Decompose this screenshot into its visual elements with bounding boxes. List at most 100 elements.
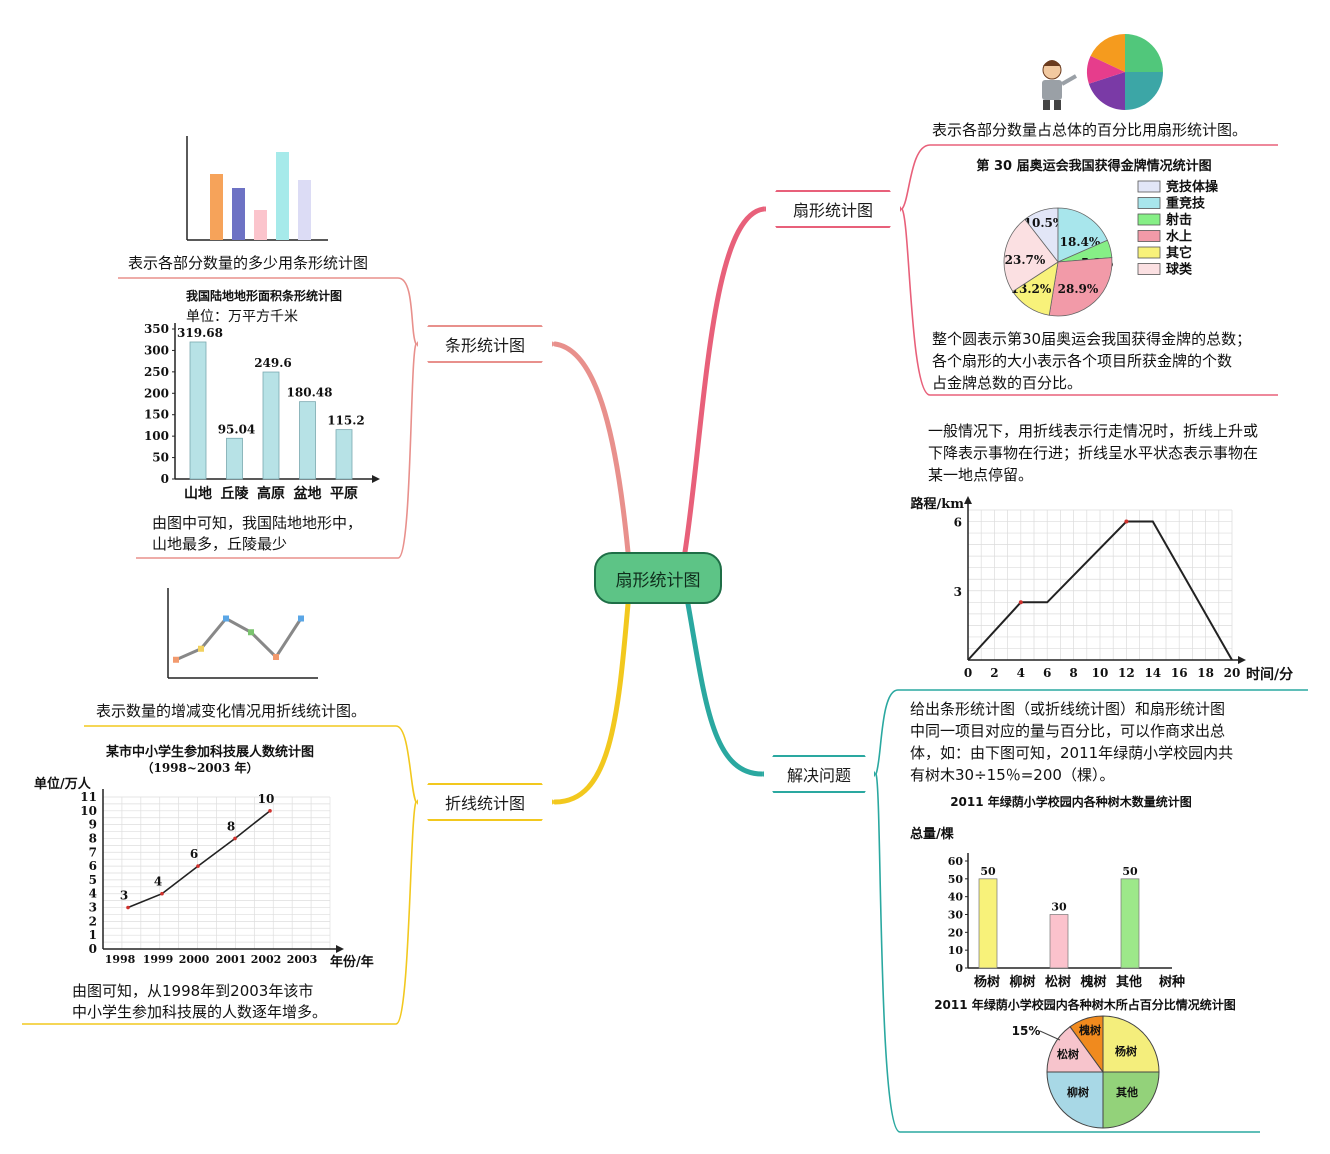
solve-text-line-4: 有树木30÷15％=200（棵）。: [910, 766, 1115, 784]
olympic-pie-legend-label: 重竞技: [1166, 196, 1206, 212]
bracket-line: [22, 725, 417, 1025]
mini-bar-mark: [254, 210, 267, 240]
tech-y-tick: 6: [89, 859, 97, 873]
pie-caption: 表示各部分数量占总体的百分比用扇形统计图。: [932, 121, 1248, 139]
tech-x-tick: 1999: [143, 953, 174, 966]
trees-bar-mark: [1120, 878, 1140, 969]
tech-x-tick: 2002: [251, 953, 282, 966]
travel-point: [1124, 519, 1129, 524]
olympic-pie-legend-swatch: [1137, 246, 1161, 259]
olympic-pie-legend-swatch: [1137, 180, 1161, 193]
mini-line-point: [198, 645, 204, 652]
central-topic[interactable]: 扇形统计图: [594, 552, 722, 604]
presenter-arm-icon: [1061, 74, 1077, 86]
bracket-solve: [875, 689, 1308, 1133]
land-bar-mark: [335, 429, 353, 480]
branch-pie-chart-label: 扇形统计图: [792, 201, 873, 220]
mini-pie-slice: [1090, 34, 1125, 72]
tech-x-tick: 2000: [179, 953, 210, 966]
branch-connectors: [22, 144, 1308, 1133]
pie-explanation-line-3: 占金牌总数的百分比。: [932, 374, 1083, 392]
trees-bar-y-tick: 40: [948, 891, 964, 904]
bar-conclusion-line-1: 由图中可知，我国陆地地形中，: [152, 514, 363, 532]
land-bar-category-label: 盆地: [293, 485, 322, 502]
branch-solve-problems[interactable]: 解决问题: [762, 755, 876, 793]
tech-point: [126, 905, 130, 910]
land-bar-mark: [299, 401, 316, 480]
trees-bar-value-label: 30: [1051, 901, 1067, 914]
trees-bar-category-label: 杨树: [974, 974, 1000, 990]
trees-bar-y-tick: 30: [948, 909, 964, 922]
travel-x-tick: 12: [1118, 666, 1135, 680]
branch-pie-chart[interactable]: 扇形统计图: [764, 190, 902, 228]
trees-bar-mark: [1049, 914, 1069, 969]
land-bar-mark: [189, 341, 207, 480]
travel-text-line-3: 某一地点停留。: [928, 466, 1034, 484]
olympic-pie-slice-label: 23.7%: [1005, 253, 1046, 267]
mini-bar-mark: [232, 188, 245, 240]
tech-y-tick: 8: [89, 831, 97, 845]
olympic-pie-slice: [1003, 218, 1059, 293]
presenter-leg-icon: [1054, 100, 1061, 110]
travel-point: [1018, 600, 1023, 605]
land-bar-category-label: 山地: [184, 485, 212, 502]
travel-x-label: 时间/分: [1246, 666, 1293, 683]
travel-x-tick: 16: [1171, 666, 1188, 680]
land-bar-value-label: 319.68: [177, 326, 223, 340]
trees-bar-mark: [978, 878, 998, 969]
land-bar-title: 我国陆地地形面积条形统计图: [186, 288, 342, 303]
olympic-pie-title: 第 30 届奥运会我国获得金牌情况统计图: [976, 158, 1211, 174]
trees-pie-slice: [1102, 1071, 1160, 1129]
connector-line: [552, 601, 631, 805]
mini-line-point: [273, 654, 279, 660]
presenter-leg-icon: [1043, 100, 1050, 110]
line-conclusion-line-2: 中小学生参加科技展的人数逐年增多。: [72, 1003, 328, 1021]
travel-x-tick: 6: [1043, 666, 1051, 680]
trees-pie-slice: [1102, 1015, 1160, 1073]
tech-y-tick: 1: [89, 928, 97, 942]
tech-point: [233, 836, 237, 841]
travel-text-line-1: 一般情况下，用折线表示行走情况时，折线上升或: [928, 422, 1259, 440]
trees-bar-title: 2011 年绿荫小学校园内各种树木数量统计图: [950, 794, 1192, 809]
mini-pie-slice: [1087, 55, 1125, 84]
connector-bar: [552, 341, 631, 555]
tech-x-label: 年份/年: [330, 954, 374, 970]
trees-bar-category-label: 其他: [1116, 974, 1142, 990]
mini-line-point: [223, 615, 229, 622]
travel-y-tick: 6: [954, 516, 962, 530]
branch-line-chart[interactable]: 折线统计图: [416, 783, 554, 821]
tech-x-arrow: [336, 945, 344, 953]
travel-x-tick: 10: [1092, 666, 1109, 680]
tech-y-tick: 7: [89, 845, 97, 859]
trees-bar-value-label: 50: [1122, 865, 1138, 878]
tech-line-y-label: 单位/万人: [34, 776, 92, 792]
tech-point-label: 4: [154, 875, 162, 889]
land-bar-y-tick: 200: [144, 386, 169, 400]
land-bar-value-label: 249.6: [254, 356, 292, 370]
land-bar-mark: [262, 371, 280, 480]
pie-explanation-line-2: 各个扇形的大小表示各个项目所获金牌的个数: [932, 352, 1233, 370]
olympic-pie-slice: [1048, 257, 1113, 317]
land-bar-y-tick: 250: [144, 365, 169, 379]
tech-point-label: 10: [258, 792, 275, 806]
tech-point: [196, 864, 200, 868]
presenter-hair-icon: [1043, 60, 1061, 66]
land-bar-x-arrow: [372, 475, 380, 483]
travel-x-tick: 20: [1224, 666, 1241, 680]
trees-bar-y-tick: 0: [955, 962, 963, 975]
land-bar-y-tick: 150: [144, 408, 169, 422]
bracket-pie: [901, 144, 1278, 396]
olympic-pie-slice: [1057, 207, 1108, 263]
trees-pie-callout-label: 15%: [1012, 1024, 1041, 1038]
tech-x-tick: 1998: [105, 953, 136, 966]
mini-line-series: [175, 616, 303, 662]
solve-text-line-2: 中同一项目对应的量与百分比，可以作商求出总: [910, 722, 1226, 740]
trees-bar-y-tick: 10: [948, 944, 964, 957]
trees-pie-slice: [1069, 1015, 1104, 1074]
olympic-pie-legend-swatch: [1137, 213, 1161, 226]
branch-bar-chart[interactable]: 条形统计图: [416, 325, 554, 363]
mini-bar-mark: [298, 180, 311, 240]
trees-pie-slice: [1046, 1071, 1104, 1129]
trees-bar-y-tick: 50: [948, 873, 964, 886]
